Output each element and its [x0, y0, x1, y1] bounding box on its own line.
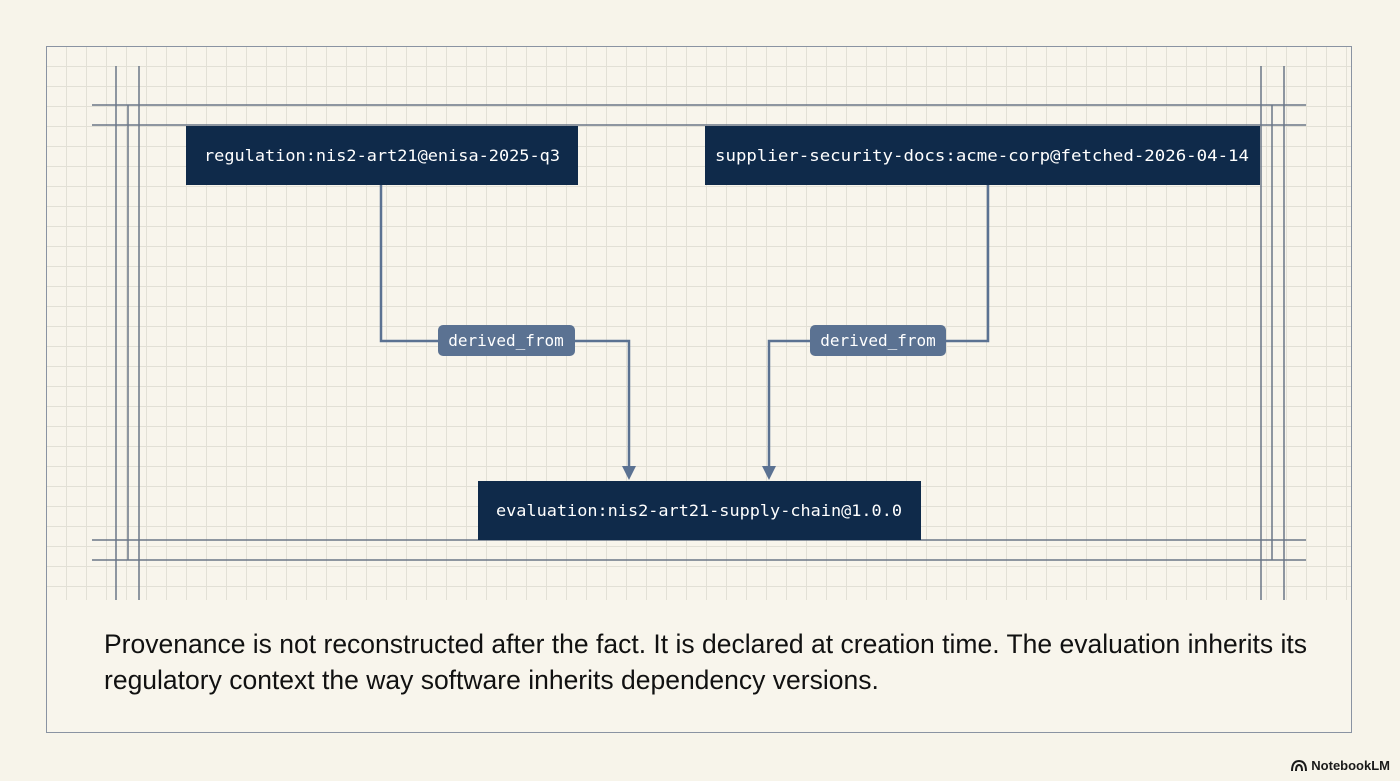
- edge-label-right: derived_from: [810, 325, 946, 356]
- arrowhead-left: [622, 466, 636, 480]
- node-regulation[interactable]: regulation:nis2-art21@enisa-2025-q3: [186, 126, 578, 185]
- node-evaluation[interactable]: evaluation:nis2-art21-supply-chain@1.0.0: [478, 481, 921, 540]
- caption-panel: [46, 600, 1352, 733]
- edge-label-left-text: derived_from: [448, 331, 564, 350]
- watermark-text: NotebookLM: [1311, 758, 1390, 773]
- node-evaluation-box: [478, 481, 921, 540]
- node-regulation-box: [186, 126, 578, 185]
- node-evaluation-label: evaluation:nis2-art21-supply-chain@1.0.0: [496, 501, 902, 520]
- edge-label-right-box: [810, 325, 946, 356]
- notebooklm-logo-icon: [1291, 759, 1308, 771]
- node-supplier-security-docs-box: [705, 126, 1260, 185]
- edge-label-right-text: derived_from: [820, 331, 936, 350]
- edge-label-left-box: [438, 325, 575, 356]
- notebooklm-watermark: NotebookLM: [1291, 758, 1390, 773]
- node-supplier-security-docs-label: supplier-security-docs:acme-corp@fetched…: [715, 146, 1249, 165]
- edge-label-left: derived_from: [438, 325, 575, 356]
- arrowhead-right: [762, 466, 776, 480]
- node-supplier-security-docs[interactable]: supplier-security-docs:acme-corp@fetched…: [705, 126, 1260, 185]
- caption-text: Provenance is not reconstructed after th…: [104, 629, 1307, 695]
- node-regulation-label: regulation:nis2-art21@enisa-2025-q3: [204, 146, 560, 165]
